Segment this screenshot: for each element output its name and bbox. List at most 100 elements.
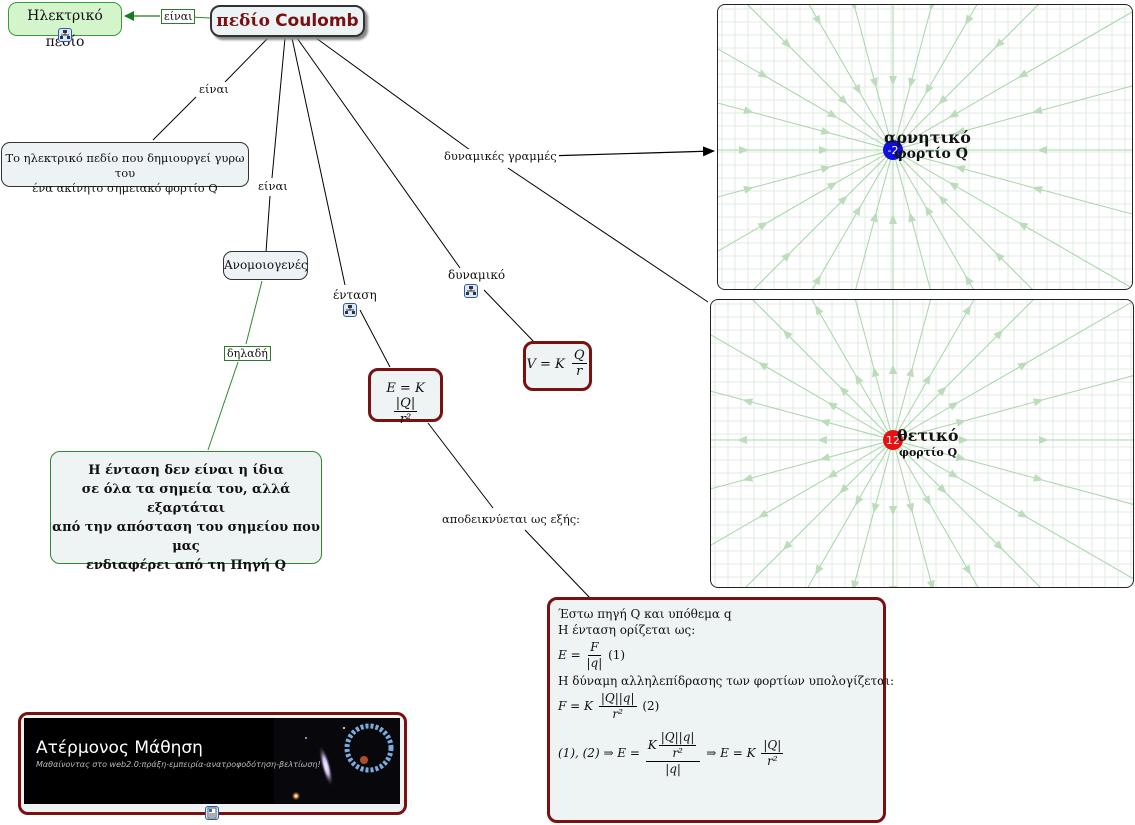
field-arrow [817, 436, 827, 444]
link-label-proven-as: αποδεικνύεται ως εξής: [440, 512, 583, 526]
field-arrow [757, 509, 769, 518]
field-line [892, 5, 978, 151]
field-arrow [906, 366, 914, 378]
field-arrow [955, 453, 967, 461]
field-arrow [826, 109, 838, 118]
explanation-line-2: σε όλα τα σημεία του, αλλά εξαρτάται [81, 482, 291, 516]
proof-eq3-den: |q| [665, 762, 681, 776]
field-arrow [819, 419, 831, 427]
link-line [265, 195, 271, 253]
charge-circle [883, 430, 903, 450]
field-line [892, 5, 1039, 151]
field-arrow [872, 502, 880, 514]
proof-eq3-res-num: |Q| [761, 738, 784, 754]
field-arrow [839, 483, 850, 494]
proof-eq2-lhs: F = K [558, 699, 593, 713]
node-banner[interactable]: Ατέρμονος Μάθηση Μαθαίνοντας στο web2.0:… [18, 712, 407, 815]
field-arrow [962, 564, 971, 576]
field-arrow [993, 540, 1004, 551]
proof-eq3-post: ⇒ E = K [706, 746, 756, 760]
field-arrow [889, 506, 897, 516]
field-arrow [820, 165, 832, 174]
negative-charge-field-image[interactable]: -2 αρνητικό φορτίο Q [717, 4, 1133, 290]
banner-subtitle: Μαθαίνοντας στο web2.0:πράξη-εμπειρία-αν… [36, 760, 321, 769]
link-label-intensity: ένταση [331, 288, 379, 302]
field-arrow [757, 222, 769, 231]
field-arrow [925, 205, 934, 217]
link-line [507, 167, 709, 303]
field-arrow [1032, 398, 1044, 407]
proof-eq1-num: F [588, 640, 601, 656]
field-arrow [994, 38, 1005, 49]
field-line [752, 300, 894, 441]
proof-eq3-inner-num: |Q||q| [658, 730, 697, 746]
node-intensity-formula[interactable]: E = K |Q| r² [368, 368, 443, 427]
field-arrow [922, 495, 931, 506]
field-arrow [820, 126, 832, 135]
field-arrow [965, 14, 974, 26]
node-definition[interactable]: Το ηλεκτρικό πεδίο που δημιουργεί γυρω τ… [1, 142, 249, 195]
field-arrow [936, 483, 947, 494]
field-arrow [827, 469, 838, 478]
field-line [807, 439, 894, 587]
field-arrow [926, 579, 935, 587]
link-line [359, 309, 391, 368]
link-line [296, 37, 461, 269]
node-proof[interactable]: Έστω πηγή Q και υπόθεμα q Η ένταση ορίζε… [547, 597, 894, 823]
proof-eq1-den: |q| [586, 656, 603, 670]
field-arrow [781, 38, 792, 49]
field-arrow [938, 94, 949, 105]
potential-formula-numerator: Q [571, 348, 587, 364]
field-arrow [962, 304, 971, 316]
charge-circle [883, 140, 903, 160]
concept-map-icon[interactable] [58, 28, 72, 42]
field-arrow [957, 146, 967, 154]
field-arrow [869, 77, 878, 89]
node-potential-formula[interactable]: V = K Q r [523, 341, 592, 391]
field-line [892, 300, 975, 441]
concept-map-icon[interactable] [464, 284, 478, 298]
field-arrow [994, 251, 1005, 262]
field-arrow [889, 586, 897, 587]
potential-formula-lhs: V = K [526, 357, 565, 372]
definition-line-1: Το ηλεκτρικό πεδίο που δημιουργεί γυρω τ… [5, 151, 245, 180]
link-line [483, 289, 536, 344]
field-line [892, 300, 932, 441]
banner-image[interactable]: Ατέρμονος Μάθηση Μαθαίνοντας στο web2.0:… [24, 718, 400, 804]
field-line [853, 439, 894, 587]
positive-field-diagram: 12 [711, 300, 1133, 587]
field-line [854, 300, 894, 441]
link-line [245, 280, 263, 345]
node-explanation[interactable]: Η ένταση δεν είναι η ίδια σε όλα τα σημε… [50, 451, 322, 573]
field-arrow [889, 364, 897, 374]
node-nonuniform[interactable]: Ανομοιογενές [223, 251, 308, 280]
field-line [747, 5, 894, 151]
field-line [892, 439, 933, 587]
field-arrow [872, 366, 880, 378]
field-arrow [1017, 509, 1029, 518]
node-central-coulomb-field[interactable]: πεδίο Coulomb [210, 5, 365, 37]
positive-charge-field-image[interactable]: 12 θετικό φορτίο Q [710, 299, 1134, 588]
field-line [812, 149, 894, 289]
field-arrow [742, 473, 754, 482]
link-label-field-lines: δυναμικές γραμμές [442, 149, 559, 163]
charge-value: 12 [886, 434, 900, 447]
link-label-is: είναι [197, 82, 231, 96]
field-line [892, 439, 1133, 505]
potential-formula-denominator: r [576, 364, 583, 379]
concept-map-icon[interactable] [343, 303, 357, 317]
field-line [892, 300, 1034, 441]
field-arrow [781, 251, 792, 262]
proof-eq2-tag: (2) [642, 699, 660, 713]
field-line [855, 149, 894, 289]
field-arrow [819, 146, 829, 154]
field-arrow [757, 69, 769, 78]
note-document-icon[interactable] [205, 806, 219, 820]
proof-line-3: Η δύναμη αλληλεπίδρασης των φορτίων υπολ… [558, 674, 894, 688]
field-arrow [1017, 222, 1029, 231]
field-line [711, 390, 894, 441]
link-line [315, 37, 471, 151]
positive-charge-label-line-1: θετικό [897, 426, 959, 445]
field-line [892, 300, 1133, 441]
field-arrow [826, 182, 838, 191]
